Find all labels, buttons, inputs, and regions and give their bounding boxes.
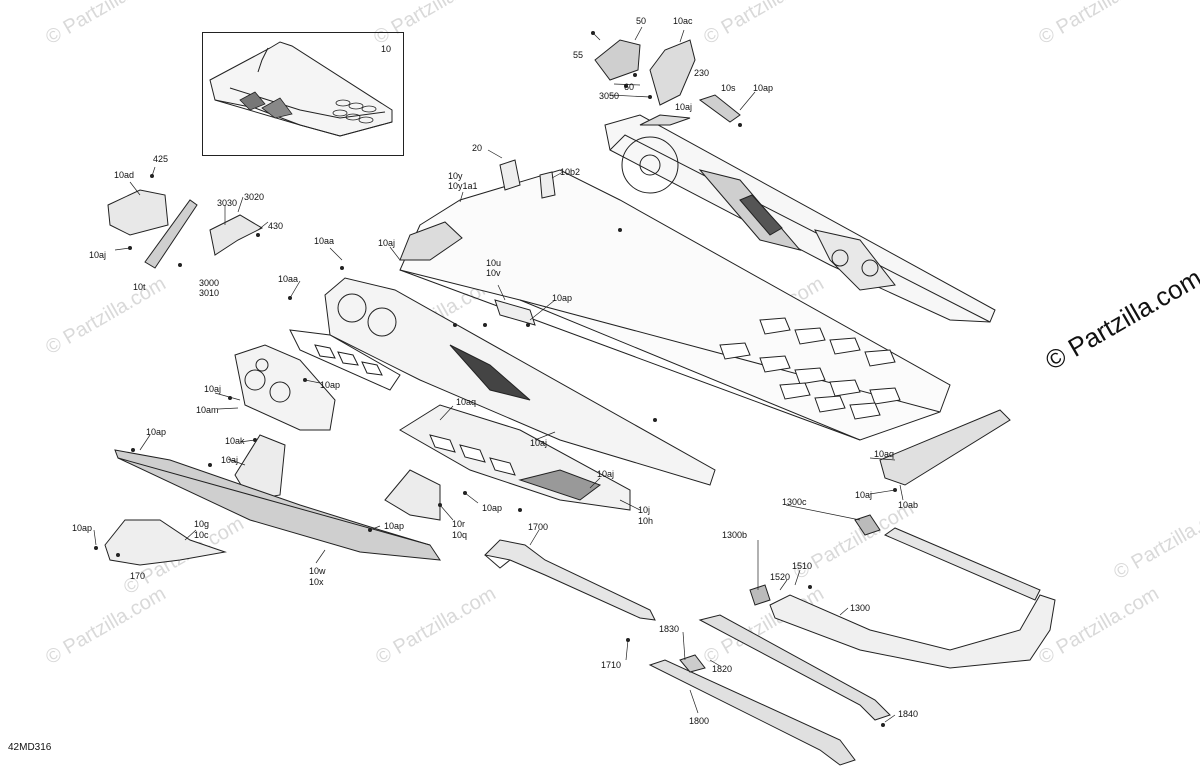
callout-10aq[interactable]: 10aq	[874, 449, 895, 459]
diagram-code: 42MD316	[8, 742, 52, 753]
callout-20[interactable]: 20	[472, 143, 483, 153]
callout-10j[interactable]: 10j	[638, 505, 651, 515]
callout-3010[interactable]: 3010	[199, 288, 220, 298]
callout-10c[interactable]: 10c	[194, 530, 209, 540]
callout-50[interactable]: 50	[636, 16, 647, 26]
bracket-10ad	[107, 189, 264, 269]
callout-60[interactable]: 60	[624, 82, 635, 92]
callout-10am[interactable]: 10am	[196, 405, 219, 415]
callout-1700[interactable]: 1700	[528, 522, 549, 532]
callout-10aj[interactable]: 10aj	[204, 384, 222, 394]
callout-1840[interactable]: 1840	[898, 709, 919, 719]
callout-1300b[interactable]: 1300b	[722, 530, 748, 540]
callout-10ad[interactable]: 10ad	[114, 170, 135, 180]
inset-box	[202, 32, 404, 156]
callout-10g[interactable]: 10g	[194, 519, 210, 529]
callout-10aj[interactable]: 10aj	[89, 250, 107, 260]
callout-10b2[interactable]: 10b2	[560, 167, 581, 177]
mount-20	[499, 159, 521, 191]
callout-3050[interactable]: 3050	[599, 91, 620, 101]
callout-10ak[interactable]: 10ak	[225, 436, 245, 446]
callout-10v[interactable]: 10v	[486, 268, 501, 278]
callout-10y[interactable]: 10y	[448, 171, 463, 181]
callout-10[interactable]: 10	[381, 44, 392, 54]
callout-1710[interactable]: 1710	[601, 660, 622, 670]
callout-10aj[interactable]: 10aj	[675, 102, 693, 112]
callout-10ap[interactable]: 10ap	[320, 380, 341, 390]
callout-10ap[interactable]: 10ap	[384, 521, 405, 531]
callout-10ap[interactable]: 10ap	[146, 427, 167, 437]
plate-50	[594, 39, 641, 81]
callout-10t[interactable]: 10t	[133, 282, 146, 292]
callout-1510[interactable]: 1510	[792, 561, 813, 571]
callout-10u[interactable]: 10u	[486, 258, 502, 268]
callout-1520[interactable]: 1520	[770, 572, 791, 582]
callout-230[interactable]: 230	[694, 68, 710, 78]
callout-10ac[interactable]: 10ac	[673, 16, 693, 26]
callout-425[interactable]: 425	[153, 154, 169, 164]
tunnel-left-panel	[289, 277, 716, 486]
callout-10aj[interactable]: 10aj	[855, 490, 873, 500]
runners-1800-1820	[648, 614, 891, 766]
tunnel-right-rail	[604, 114, 996, 323]
callout-3020[interactable]: 3020	[244, 192, 265, 202]
bracket-10r	[384, 469, 441, 521]
running-board-strip	[114, 449, 442, 561]
callout-10ap[interactable]: 10ap	[552, 293, 573, 303]
inset-frame-view	[209, 41, 393, 137]
callout-55[interactable]: 55	[573, 50, 584, 60]
bracket-10u	[494, 299, 536, 326]
callout-10aj[interactable]: 10aj	[221, 455, 239, 465]
callout-3030[interactable]: 3030	[217, 198, 238, 208]
callout-10aq[interactable]: 10aq	[456, 397, 477, 407]
callout-1300c[interactable]: 1300c	[782, 497, 807, 507]
callout-10q[interactable]: 10q	[452, 530, 468, 540]
callout-10aa[interactable]: 10aa	[314, 236, 335, 246]
slide-rail-1700	[483, 539, 656, 621]
link-10s	[698, 94, 741, 123]
callout-10aj[interactable]: 10aj	[530, 438, 548, 448]
callout-10ap[interactable]: 10ap	[482, 503, 503, 513]
callout-3000[interactable]: 3000	[199, 278, 220, 288]
callout-10aj[interactable]: 10aj	[378, 238, 396, 248]
callout-10h[interactable]: 10h	[638, 516, 654, 526]
callout-10ab[interactable]: 10ab	[898, 500, 919, 510]
callout-1300[interactable]: 1300	[850, 603, 871, 613]
bracket-10ac	[649, 39, 696, 106]
bracket-10g	[104, 519, 227, 566]
tunnel-top-plate	[399, 169, 951, 441]
lower-panel-middle	[399, 404, 631, 511]
callout-430[interactable]: 430	[268, 221, 284, 231]
callout-10ap[interactable]: 10ap	[72, 523, 93, 533]
callout-10aj[interactable]: 10aj	[597, 469, 615, 479]
callout-10x[interactable]: 10x	[309, 577, 324, 587]
callout-170[interactable]: 170	[130, 571, 146, 581]
callout-10aa[interactable]: 10aa	[278, 274, 299, 284]
callout-10s[interactable]: 10s	[721, 83, 736, 93]
hardware-1830	[679, 654, 706, 673]
bumper-1300	[749, 514, 1056, 669]
callout-10ap[interactable]: 10ap	[753, 83, 774, 93]
callout-10r[interactable]: 10r	[452, 519, 466, 529]
callout-1830[interactable]: 1830	[659, 624, 680, 634]
callout-1820[interactable]: 1820	[712, 664, 733, 674]
callout-1800[interactable]: 1800	[689, 716, 710, 726]
extrusion-10ab	[879, 409, 1011, 486]
callout-10w[interactable]: 10w	[309, 566, 326, 576]
mount-10b2	[539, 171, 556, 199]
front-plate-left	[234, 344, 336, 431]
callout-10y1a1[interactable]: 10y1a1	[448, 181, 478, 191]
